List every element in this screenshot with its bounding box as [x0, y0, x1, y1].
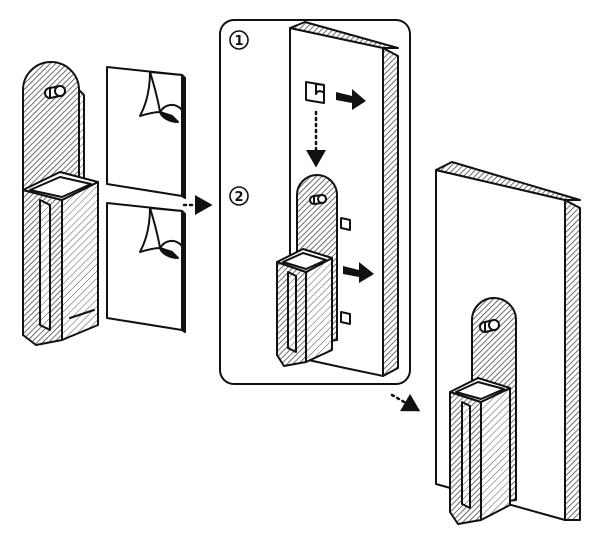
holder-left — [22, 61, 99, 346]
step-2-number: 2 — [234, 190, 243, 205]
holder-center — [276, 174, 338, 367]
step-2-badge: 2 — [229, 186, 249, 206]
adhesive-pad-top — [106, 66, 186, 199]
arrow-icon — [336, 89, 366, 110]
adhesive-mark-lower — [340, 311, 351, 325]
adhesive-pad-icon — [305, 81, 325, 104]
peg-icon — [479, 319, 500, 333]
adhesive-pad-bottom — [106, 202, 186, 333]
steps-panel: 1 2 — [219, 19, 411, 385]
step-1-badge: 1 — [229, 30, 249, 50]
arrow-icon — [343, 262, 374, 283]
peg-icon — [309, 194, 327, 205]
step-1-number: 1 — [234, 34, 243, 49]
mounted-result — [435, 161, 581, 525]
dotted-arrow-icon — [390, 393, 421, 412]
adhesive-mark-upper — [340, 217, 351, 231]
peg-icon — [44, 85, 66, 99]
